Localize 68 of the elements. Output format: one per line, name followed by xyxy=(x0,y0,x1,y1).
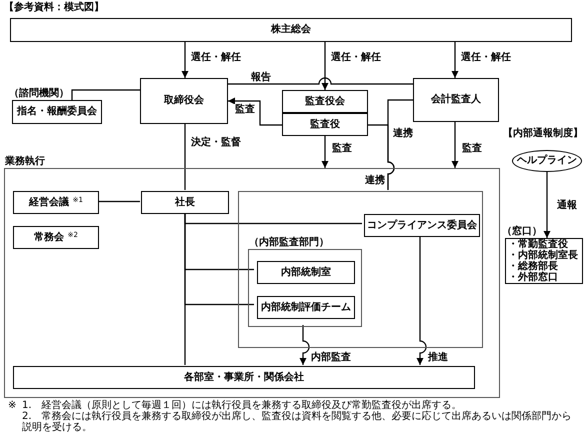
org-box xyxy=(257,296,355,319)
box-label: 常務会 $^{※2}$ xyxy=(34,232,78,244)
connector-line xyxy=(184,124,186,190)
box-label: 指名・報酬委員会 xyxy=(17,106,97,118)
connector-line xyxy=(184,213,186,365)
edge-label: 監査 xyxy=(331,143,353,154)
diagram-title: 【参考資料：模式図】 xyxy=(4,2,104,13)
contact-item: ・内部統制室長 xyxy=(508,250,578,261)
arrow xyxy=(228,98,282,126)
box-label: 内部統制室 xyxy=(281,266,331,278)
arrow xyxy=(452,42,458,78)
arrow xyxy=(300,325,310,365)
org-box xyxy=(364,214,480,237)
box-label: 各部室・事業所・関係会社 xyxy=(184,372,304,384)
arrow xyxy=(416,235,427,365)
arrow xyxy=(452,122,458,168)
box-label: 取締役会 xyxy=(164,95,204,107)
connector-line xyxy=(98,200,140,202)
arrow xyxy=(544,172,550,238)
edge-label: 通報 xyxy=(556,200,578,211)
edge-label: 決定・監督 xyxy=(190,137,242,148)
footnote: 1. 経営会議（原則として毎週１回）には執行役員を兼務する取締役及び常勤監査役が出席する。 xyxy=(22,400,462,411)
box-label: 監査役 xyxy=(310,118,340,130)
connector-line xyxy=(387,99,413,190)
section-heading: 【内部通報制度】 xyxy=(503,128,583,139)
box-label: 会計監査人 xyxy=(431,94,481,106)
org-box xyxy=(13,226,99,249)
box-label: 監査役会 xyxy=(305,96,345,108)
edge-label: 報告 xyxy=(250,72,272,83)
edge-label: 選任・解任 xyxy=(330,52,382,63)
box-label: 経営会議 $^{※1}$ xyxy=(29,196,83,208)
box-label: ヘルプライン xyxy=(517,155,577,167)
org-box xyxy=(257,261,355,284)
group-heading: （内部監査部門） xyxy=(249,237,329,248)
edge-label: 推進 xyxy=(427,352,449,363)
edge-label: 選任・解任 xyxy=(190,52,242,63)
box-label: コンプライアンス委員会 xyxy=(367,220,477,232)
org-box xyxy=(10,18,572,42)
note-mark: ※ xyxy=(8,400,16,411)
org-box xyxy=(141,191,229,214)
contact-item: ・常勤監査役 xyxy=(508,239,568,250)
org-box xyxy=(13,191,99,214)
org-box xyxy=(413,78,499,122)
contact-item: ・総務部長 xyxy=(508,261,558,272)
group-heading: 業務執行 xyxy=(5,156,45,167)
edge-label: 連携 xyxy=(364,175,386,186)
edge-label: 内部監査 xyxy=(310,352,352,363)
connector-line xyxy=(71,89,140,100)
edge-label: 選任・解任 xyxy=(460,52,512,63)
org-box xyxy=(282,90,368,113)
contact-item: ・外部窓口 xyxy=(508,272,558,283)
org-box xyxy=(13,366,475,389)
org-box xyxy=(140,78,228,124)
arrow xyxy=(182,42,188,78)
group-heading: （窓口） xyxy=(502,226,542,237)
edge-label: 監査 xyxy=(461,143,483,154)
org-box xyxy=(282,113,368,136)
arrow xyxy=(322,42,328,90)
box-label: 株主総会 xyxy=(271,24,311,36)
footnote: 2. 常務会には執行役員を兼務する取締役が出席し、監査役は資料を閲覧する他、必要に応じて出席あるいは関係部門から説明を受ける。 xyxy=(22,411,573,433)
group-frame xyxy=(238,191,483,348)
box-label: 内部統制評価チーム xyxy=(261,302,351,314)
group-heading: （諮問機関） xyxy=(9,88,69,99)
edge-label: 監査 xyxy=(234,104,256,115)
arrow xyxy=(322,136,328,168)
connector-line xyxy=(228,77,413,85)
edge-label: 連携 xyxy=(392,128,414,139)
box-label: 社長 xyxy=(175,196,195,208)
